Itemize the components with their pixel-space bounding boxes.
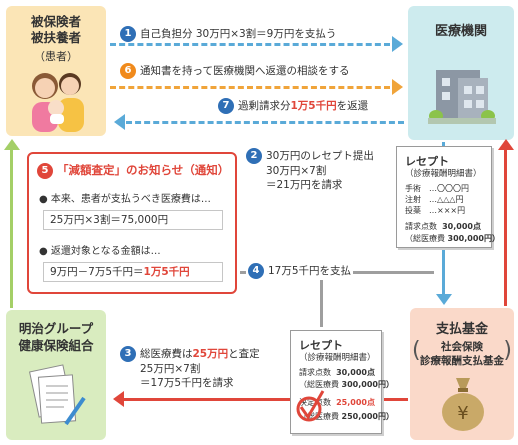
notice-answer-2-amount: 1万5千円 <box>143 266 190 278</box>
patient-box: 被保険者 被扶養者 （患者） <box>6 6 106 136</box>
step3-line3: ＝17万5千円を請求 <box>140 377 234 389</box>
patient-title-line2: 被扶養者 <box>30 30 81 45</box>
receipt-top-row-2: 注射 …△△△円 <box>405 195 464 204</box>
step3-label: 3 総医療費は25万円と査定 25万円×7割 ＝17万5千円を請求 <box>120 346 260 390</box>
step2-line3: ＝21万円を請求 <box>266 179 343 191</box>
fund-subtitle-line1: 社会保険 <box>441 341 483 353</box>
receipt-bottom: レセプト （診療報酬明細書） 請求点数 30,000点 （総医療費 300,00… <box>290 330 394 434</box>
check-mark-icon <box>296 390 325 422</box>
arrow-step3-head <box>113 391 124 407</box>
step3-number: 3 <box>120 346 136 362</box>
step1-text: 自己負担分 30万円×3割＝9万円を支払う <box>140 28 337 40</box>
step3-amount: 25万円 <box>192 348 229 360</box>
receipt-bottom-r3-value: 25,000点 <box>336 398 375 407</box>
union-title-line2: 健康保険組合 <box>18 338 94 353</box>
step6-number: 6 <box>120 63 136 79</box>
arrow-fund-to-hospital-head <box>498 139 514 150</box>
receipt-top-row-3: 投薬 …×××円 <box>405 206 466 215</box>
step3-text-c: と査定 <box>228 348 260 360</box>
receipt-bottom-r2-value: 300,000円） <box>341 380 394 389</box>
arrow-hospital-to-fund-head <box>436 294 452 305</box>
receipt-bottom-subtitle: （診療報酬明細書） <box>299 353 376 363</box>
patient-subtitle: （患者） <box>34 50 78 63</box>
patient-title-line1: 被保険者 <box>30 14 81 29</box>
step4-label: 4 17万5千円を支払 <box>246 262 354 280</box>
money-bag-icon: ¥ <box>442 378 484 431</box>
step3-line2: 25万円×7割 <box>140 363 201 375</box>
right-paren: ) <box>503 338 512 363</box>
receipt-top-total-value: 300,000円） <box>447 234 500 243</box>
arrow-step7 <box>126 121 404 124</box>
notice-number: 5 <box>37 162 53 179</box>
step2-number: 2 <box>246 148 262 164</box>
receipt-top-total-label: （総医療費 <box>405 234 445 243</box>
arrow-step4-to-fund <box>376 271 434 274</box>
step3-text-a: 総医療費は <box>140 348 193 360</box>
step2-line1: 30万円のレセプト提出 <box>266 150 374 162</box>
fund-subtitle-line2: 診療報酬支払基金 <box>420 355 504 367</box>
receipt-bottom-title: レセプト <box>299 339 343 352</box>
arrow-union-to-patient <box>10 150 13 308</box>
receipt-bottom-r1-value: 30,000点 <box>336 368 375 377</box>
notice-question-2: ● 返還対象となる金額は… <box>39 246 161 257</box>
arrow-step7-head <box>114 114 125 130</box>
receipt-top-title: レセプト <box>405 155 449 168</box>
arrow-step6-head <box>392 79 403 95</box>
step7-text-a: 過剰請求分 <box>238 100 291 112</box>
step1-number: 1 <box>120 26 136 42</box>
health-insurance-union-box: 明治グループ 健康保険組合 <box>6 310 106 440</box>
step2-line2: 30万円×7割 <box>266 165 327 177</box>
notice-answer-1: 25万円×3割＝75,000円 <box>43 210 223 230</box>
payment-fund-box: 支払基金 社会保険 診療報酬支払基金 ( ) ¥ <box>410 308 514 440</box>
hospital-box: 医療機関 <box>408 6 514 140</box>
receipt-top-points-label: 請求点数 <box>405 222 437 231</box>
step6-text: 通知書を持って医療機関へ返還の相談をする <box>140 65 350 77</box>
receipt-top-points-value: 30,000点 <box>442 222 481 231</box>
receipt-top: レセプト （診療報酬明細書） 手術 …〇〇〇円 注射 …△△△円 投薬 …×××… <box>396 146 500 248</box>
documents-pen-icon <box>28 364 86 426</box>
arrow-step1 <box>110 43 390 46</box>
step7-amount: 1万5千円 <box>290 100 337 112</box>
family-illustration <box>32 73 84 132</box>
receipt-bottom-r1-label: 請求点数 <box>299 368 331 377</box>
reduction-notice-box: 5 「減額査定」のお知らせ（通知） ● 本来、患者が支払うべき医療費は… 25万円… <box>27 152 237 294</box>
arrow-step3 <box>124 398 408 401</box>
union-title-line1: 明治グループ <box>18 321 94 336</box>
hospital-title: 医療機関 <box>434 24 487 39</box>
step1-label: 1 自己負担分 30万円×3割＝9万円を支払う <box>120 26 336 42</box>
fund-title: 支払基金 <box>435 322 488 337</box>
step4-number: 4 <box>248 263 264 279</box>
receipt-top-row-1: 手術 …〇〇〇円 <box>405 184 469 193</box>
hospital-building-icon <box>428 70 496 124</box>
arrow-step1-head <box>392 36 403 52</box>
svg-text:¥: ¥ <box>457 403 468 424</box>
arrow-fund-to-hospital <box>504 150 507 306</box>
step6-label: 6 通知書を持って医療機関へ返還の相談をする <box>120 63 349 79</box>
step7-number: 7 <box>218 98 234 114</box>
left-paren: ( <box>412 338 421 363</box>
notice-question-1: ● 本来、患者が支払うべき医療費は… <box>39 194 211 205</box>
arrow-step6 <box>110 86 390 89</box>
receipt-bottom-r4-value: 250,000円） <box>341 412 394 421</box>
step7-text-c: を返還 <box>336 100 369 112</box>
step7-label: 7 過剰請求分1万5千円を返還 <box>218 98 368 114</box>
receipt-bottom-r2-label: （総医療費 <box>299 380 339 389</box>
step2-label: 2 30万円のレセプト提出 30万円×7割 ＝21万円を請求 <box>246 148 374 192</box>
arrow-union-to-patient-head <box>4 139 20 150</box>
receipt-top-subtitle: （診療報酬明細書） <box>405 169 482 179</box>
notice-title: 「減額査定」のお知らせ（通知） <box>57 163 230 177</box>
notice-answer-2: 9万円－7万5千円＝ <box>50 266 144 278</box>
arrow-step4-vertical <box>320 271 323 327</box>
step4-text: 17万5千円を支払 <box>268 265 352 277</box>
